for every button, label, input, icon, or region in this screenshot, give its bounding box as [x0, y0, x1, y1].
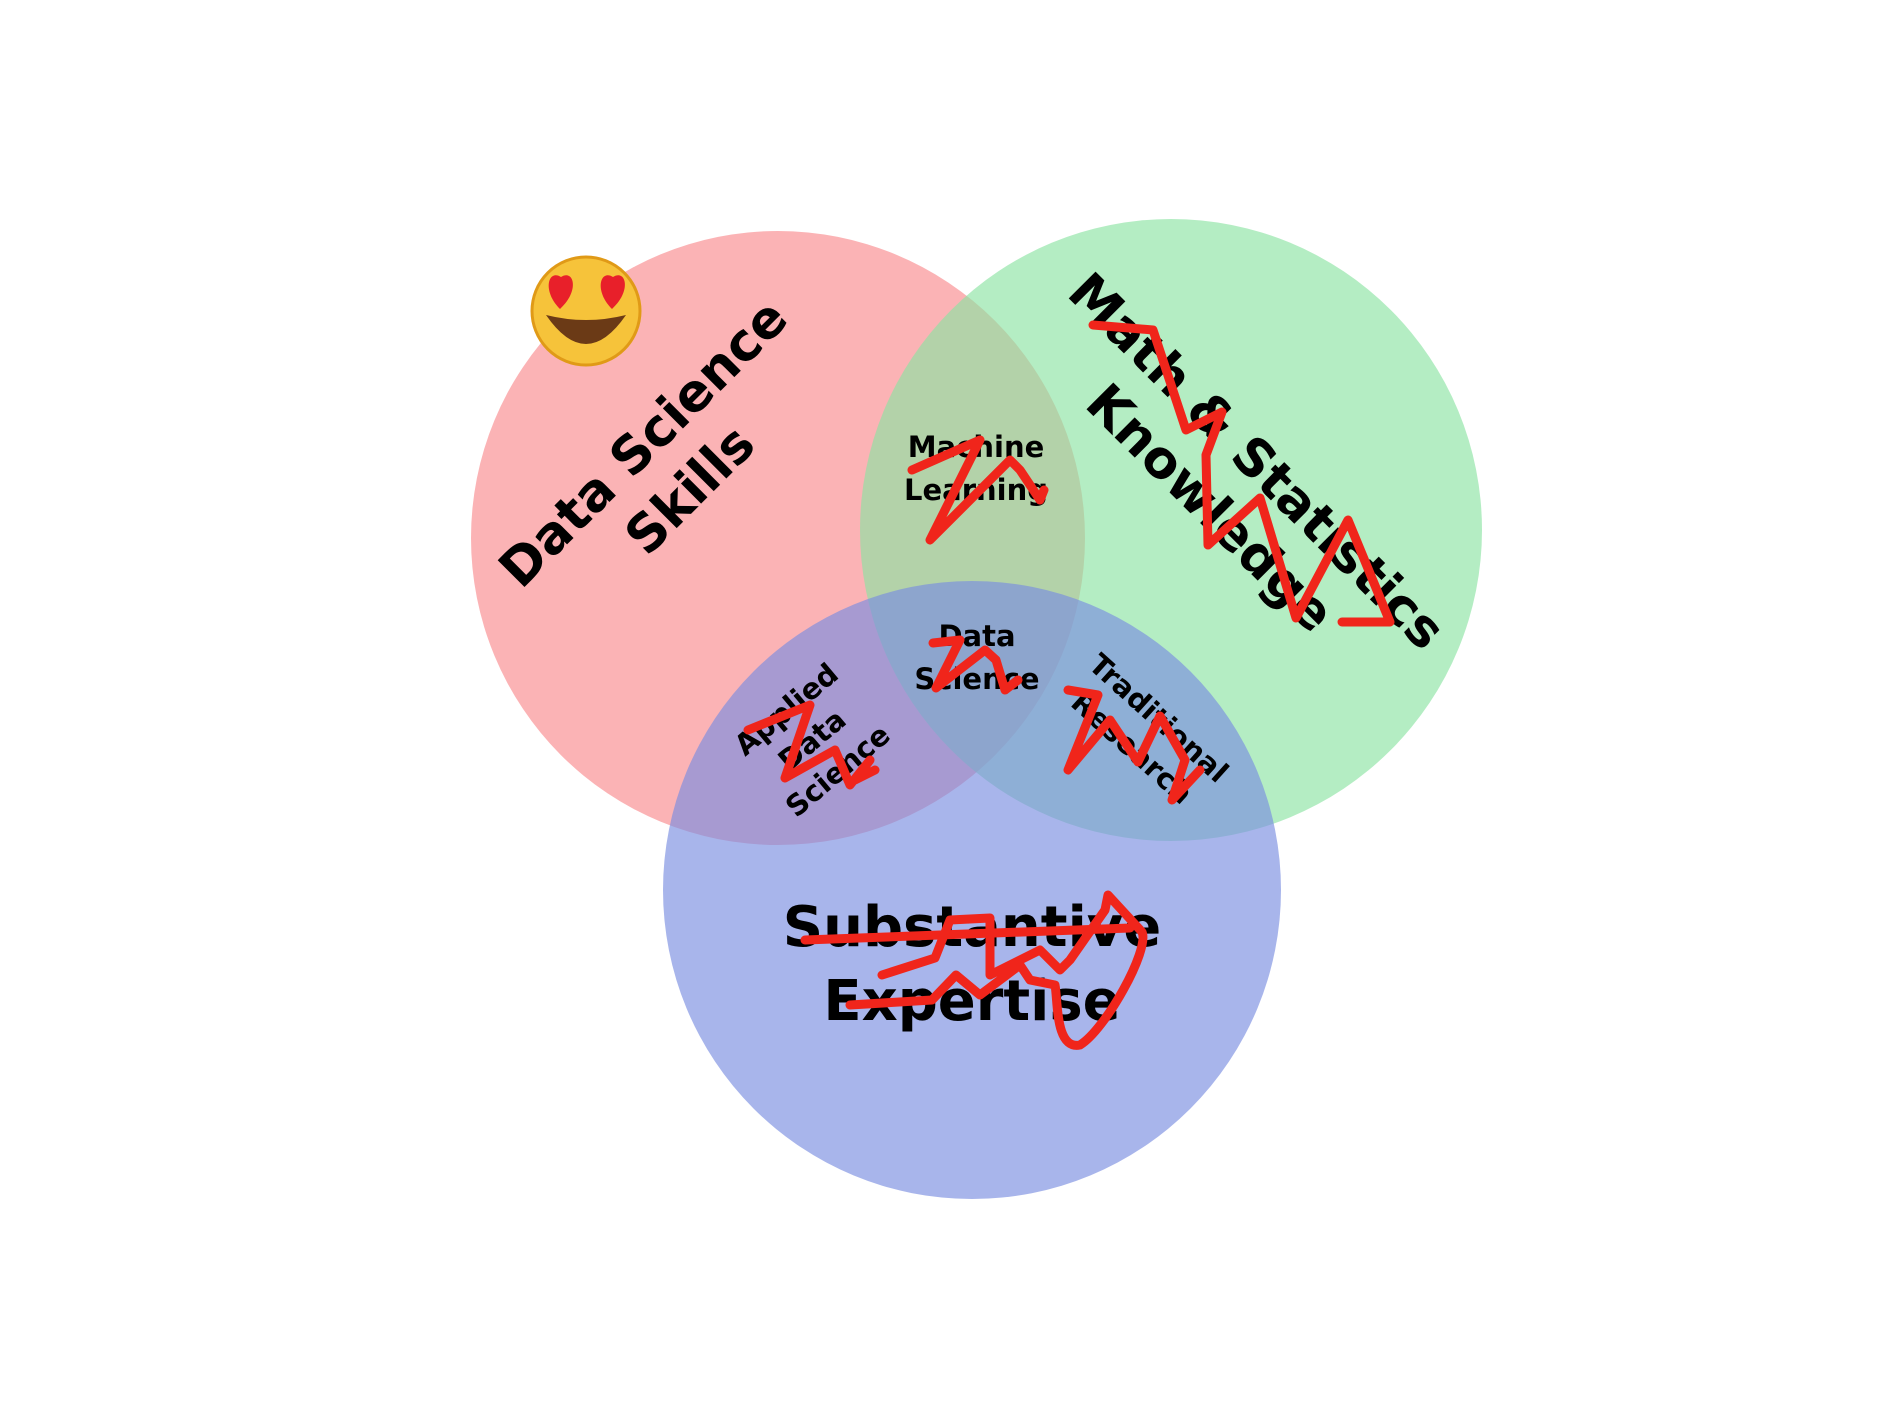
circle-substantive-expertise: [663, 581, 1281, 1199]
scribble-applied-data-science: [743, 700, 880, 790]
scribble-substantive-zigzag: [845, 890, 1148, 1050]
scribble-math-statistics: [1088, 320, 1395, 627]
scribble-machine-learning: [907, 435, 1049, 545]
label-substantive-expertise: Substantive Expertise: [783, 895, 1162, 1034]
scribble-substantive-top: [800, 923, 1135, 945]
scribble-data-science-center: [928, 635, 1023, 695]
heart-eyes-emoji-icon: [530, 255, 642, 367]
scribble-traditional-research: [1063, 685, 1205, 805]
label-ds-line1: Data: [938, 619, 1015, 653]
